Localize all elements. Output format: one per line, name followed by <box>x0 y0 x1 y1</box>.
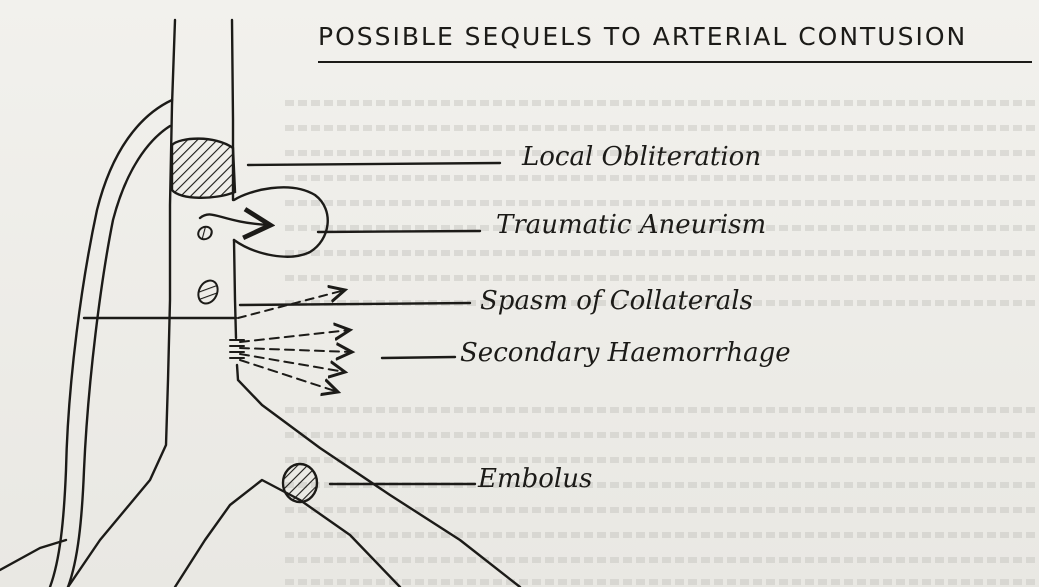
main-artery-left-wall <box>68 20 175 587</box>
label-spasm-of-collaterals: Spasm of Collaterals <box>480 286 753 316</box>
leader-spasm <box>240 303 470 305</box>
aneurism-flow-arrow <box>200 214 268 225</box>
diagram-title: POSSIBLE SEQUELS TO ARTERIAL CONTUSION <box>318 22 967 51</box>
embolus-clot <box>283 464 317 502</box>
leader-traumatic-aneurism <box>318 231 480 232</box>
main-artery-right-wall-mid <box>234 240 236 338</box>
leader-local-obliteration <box>248 163 500 165</box>
haemorrhage-dashed-arrows <box>240 330 352 392</box>
collateral-clot-lower <box>195 277 221 306</box>
label-secondary-haemorrhage: Secondary Haemorrhage <box>460 338 791 368</box>
label-embolus: Embolus <box>478 464 592 494</box>
label-local-obliteration: Local Obliteration <box>522 142 761 172</box>
local-obliteration-clot <box>172 139 235 198</box>
collateral-vessel-outer-wall <box>50 100 172 587</box>
collateral-clot-upper <box>196 224 214 241</box>
label-traumatic-aneurism: Traumatic Aneurism <box>496 210 766 240</box>
leader-haemorrhage <box>382 357 455 358</box>
